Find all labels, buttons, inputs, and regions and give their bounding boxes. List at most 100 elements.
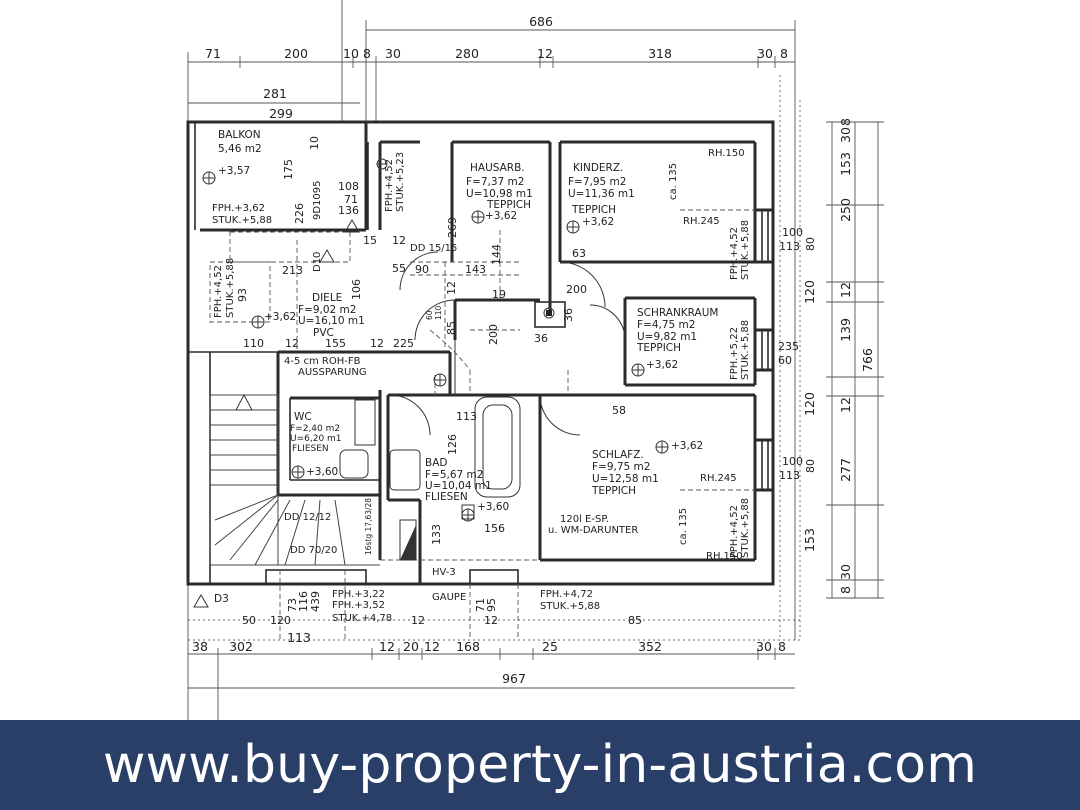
note-d3: D3 xyxy=(214,593,229,605)
idim-71-b: 10 xyxy=(308,136,321,150)
dim-top-9: 30 xyxy=(757,46,773,61)
dim-bottom-9: 352 xyxy=(638,639,662,654)
fixtures xyxy=(339,396,521,561)
idim-136: 136 xyxy=(338,204,359,217)
website-banner: www.buy-property-in-austria.com xyxy=(0,720,1080,810)
idim-144: 144 xyxy=(490,244,503,265)
note-stuk-588-mid: STUK.+5,88 xyxy=(740,320,751,380)
note-fph-522: FPH.+5,22 xyxy=(729,327,740,380)
dim-bottom-7: 168 xyxy=(456,639,480,654)
dim-top-3: 10 xyxy=(343,46,359,61)
dim-281: 281 xyxy=(263,86,287,101)
doors-and-dashes xyxy=(209,209,755,640)
idim-73: 156 xyxy=(484,522,505,535)
note-stuk-588: STUK.+5,88 xyxy=(212,215,272,226)
balkon-name: BALKON xyxy=(218,129,261,141)
room-schlafz: SCHLAFZ. F=9,75 m2 U=12,58 m1 TEPPICH +3… xyxy=(591,440,703,497)
diele-level: +3,62 xyxy=(264,311,296,323)
kinderz-area: F=7,95 m2 xyxy=(568,176,626,188)
inner-dimensions: 108 71 136 12 15 90 143 144 269 226 213 … xyxy=(236,136,803,627)
note-stuk-588-right: STUK.+5,88 xyxy=(740,220,751,280)
bad-level: +3,60 xyxy=(477,501,509,513)
idim-71: 71 xyxy=(344,193,358,206)
dim-bottom-2: 302 xyxy=(229,639,253,654)
dim-right-3: 120 xyxy=(802,280,817,304)
idim-93: 93 xyxy=(236,288,249,302)
note-gaupe: GAUPE xyxy=(432,592,466,603)
wc-area: F=2,40 m2 xyxy=(290,424,340,434)
note-rh-150-bottom: RH.150 xyxy=(706,551,743,562)
idim-12e: 55 xyxy=(392,262,406,275)
idim-133-b: 50 xyxy=(242,614,256,627)
schrankraum-perimeter: U=9,82 m1 xyxy=(637,331,697,343)
hausarb-level: +3,62 xyxy=(485,210,517,222)
dim-right-extra-2: 30 xyxy=(838,127,853,143)
note-fph-452-top: FPH.+4,52 xyxy=(384,159,395,212)
idim-73-v: 71 xyxy=(474,598,487,612)
idim-108: 108 xyxy=(338,180,359,193)
idim-12b: 12 xyxy=(285,337,299,350)
idim-90: 90 xyxy=(415,263,429,276)
idim-235: 12 xyxy=(411,614,425,627)
idim-12c: 12 xyxy=(370,337,384,350)
idim-133: 113 xyxy=(456,410,477,423)
idim-156-v: 439 xyxy=(309,591,322,612)
note-stuk-588-left: STUK.+5,88 xyxy=(225,258,236,318)
annotations: FPH.+3,62 STUK.+5,88 FPH.+4,52 STUK.+5,8… xyxy=(212,148,751,624)
note-stuk-588-bottom-strip: STUK.+5,88 xyxy=(540,601,600,612)
idim-12a: 12 xyxy=(392,234,406,247)
idim-85a: 60 xyxy=(425,310,434,320)
diele-area: F=9,02 m2 xyxy=(298,304,356,316)
dim-top-2: 200 xyxy=(284,46,308,61)
idim-143: 143 xyxy=(465,263,486,276)
idim-93-r: 100 xyxy=(782,226,803,239)
idim-106: 106 xyxy=(350,279,363,300)
staircase xyxy=(209,393,380,566)
hausarb-perimeter: U=10,98 m1 xyxy=(466,188,533,200)
note-d1095: 9D1095 xyxy=(312,180,323,220)
dim-top-6: 280 xyxy=(455,46,479,61)
note-aussparung: AUSSPARUNG xyxy=(298,367,367,378)
idim-50: 200 xyxy=(487,324,500,345)
dim-top-5: 30 xyxy=(385,46,401,61)
dim-top-total: 686 xyxy=(529,14,553,29)
idim-225: 225 xyxy=(393,337,414,350)
kinderz-floor: TEPPICH xyxy=(571,204,616,216)
hausarb-floor: TEPPICH xyxy=(486,199,531,211)
schrankraum-name: SCHRANKRAUM xyxy=(637,307,718,319)
room-kinderz: KINDERZ. F=7,95 m2 U=11,36 m1 TEPPICH +3… xyxy=(568,162,635,228)
note-stuk-588-bottom: STUK.+5,88 xyxy=(740,498,751,558)
kinderz-level: +3,62 xyxy=(582,216,614,228)
floor-plan: 686 71 200 10 8 30 280 12 318 30 8 281 2… xyxy=(186,0,884,720)
note-dd-1212: DD 12/12 xyxy=(284,512,331,523)
room-wc: WC F=2,40 m2 U=6,20 m1 FLIESEN +3,60 xyxy=(290,411,342,478)
idim-120: 85 xyxy=(445,321,458,335)
dim-right-1: 153 xyxy=(838,152,853,176)
kinderz-name: KINDERZ. xyxy=(573,162,623,174)
bad-floor: FLIESEN xyxy=(425,491,468,503)
diele-perimeter: U=16,10 m1 xyxy=(298,315,365,327)
note-roh-fb: 4-5 cm ROH-FB xyxy=(284,356,361,367)
idim-36a: 36 xyxy=(562,308,575,322)
schlafz-name: SCHLAFZ. xyxy=(592,449,644,461)
dim-right-extra-3: 12 xyxy=(838,282,853,298)
note-hv3: HV-3 xyxy=(432,567,456,578)
note-dd-7020: DD 70/20 xyxy=(290,545,337,556)
dim-299: 299 xyxy=(269,106,293,121)
idim-60: 12 xyxy=(484,614,498,627)
note-fph-452-bottom: FPH.+4,52 xyxy=(729,505,740,558)
dim-bottom-total: 967 xyxy=(502,671,526,686)
wc-level: +3,60 xyxy=(306,466,338,478)
idim-19: 19 xyxy=(492,288,506,301)
dim-right-total: 766 xyxy=(860,348,875,372)
idim-70: 133 xyxy=(430,524,443,545)
schlafz-perimeter: U=12,58 m1 xyxy=(592,473,659,485)
dim-bottom-6: 12 xyxy=(424,639,440,654)
idim-277: 126 xyxy=(446,434,459,455)
room-bad: BAD F=5,67 m2 U=10,04 m1 FLIESEN +3,60 xyxy=(425,457,509,513)
wc-name: WC xyxy=(294,411,312,423)
room-schrankraum: SCHRANKRAUM F=4,75 m2 U=9,82 m1 TEPPICH … xyxy=(636,307,718,371)
note-rh-245-bottom: RH.245 xyxy=(700,473,737,484)
dim-bottom-3: 113 xyxy=(287,630,311,645)
website-url[interactable]: www.buy-property-in-austria.com xyxy=(102,735,978,795)
